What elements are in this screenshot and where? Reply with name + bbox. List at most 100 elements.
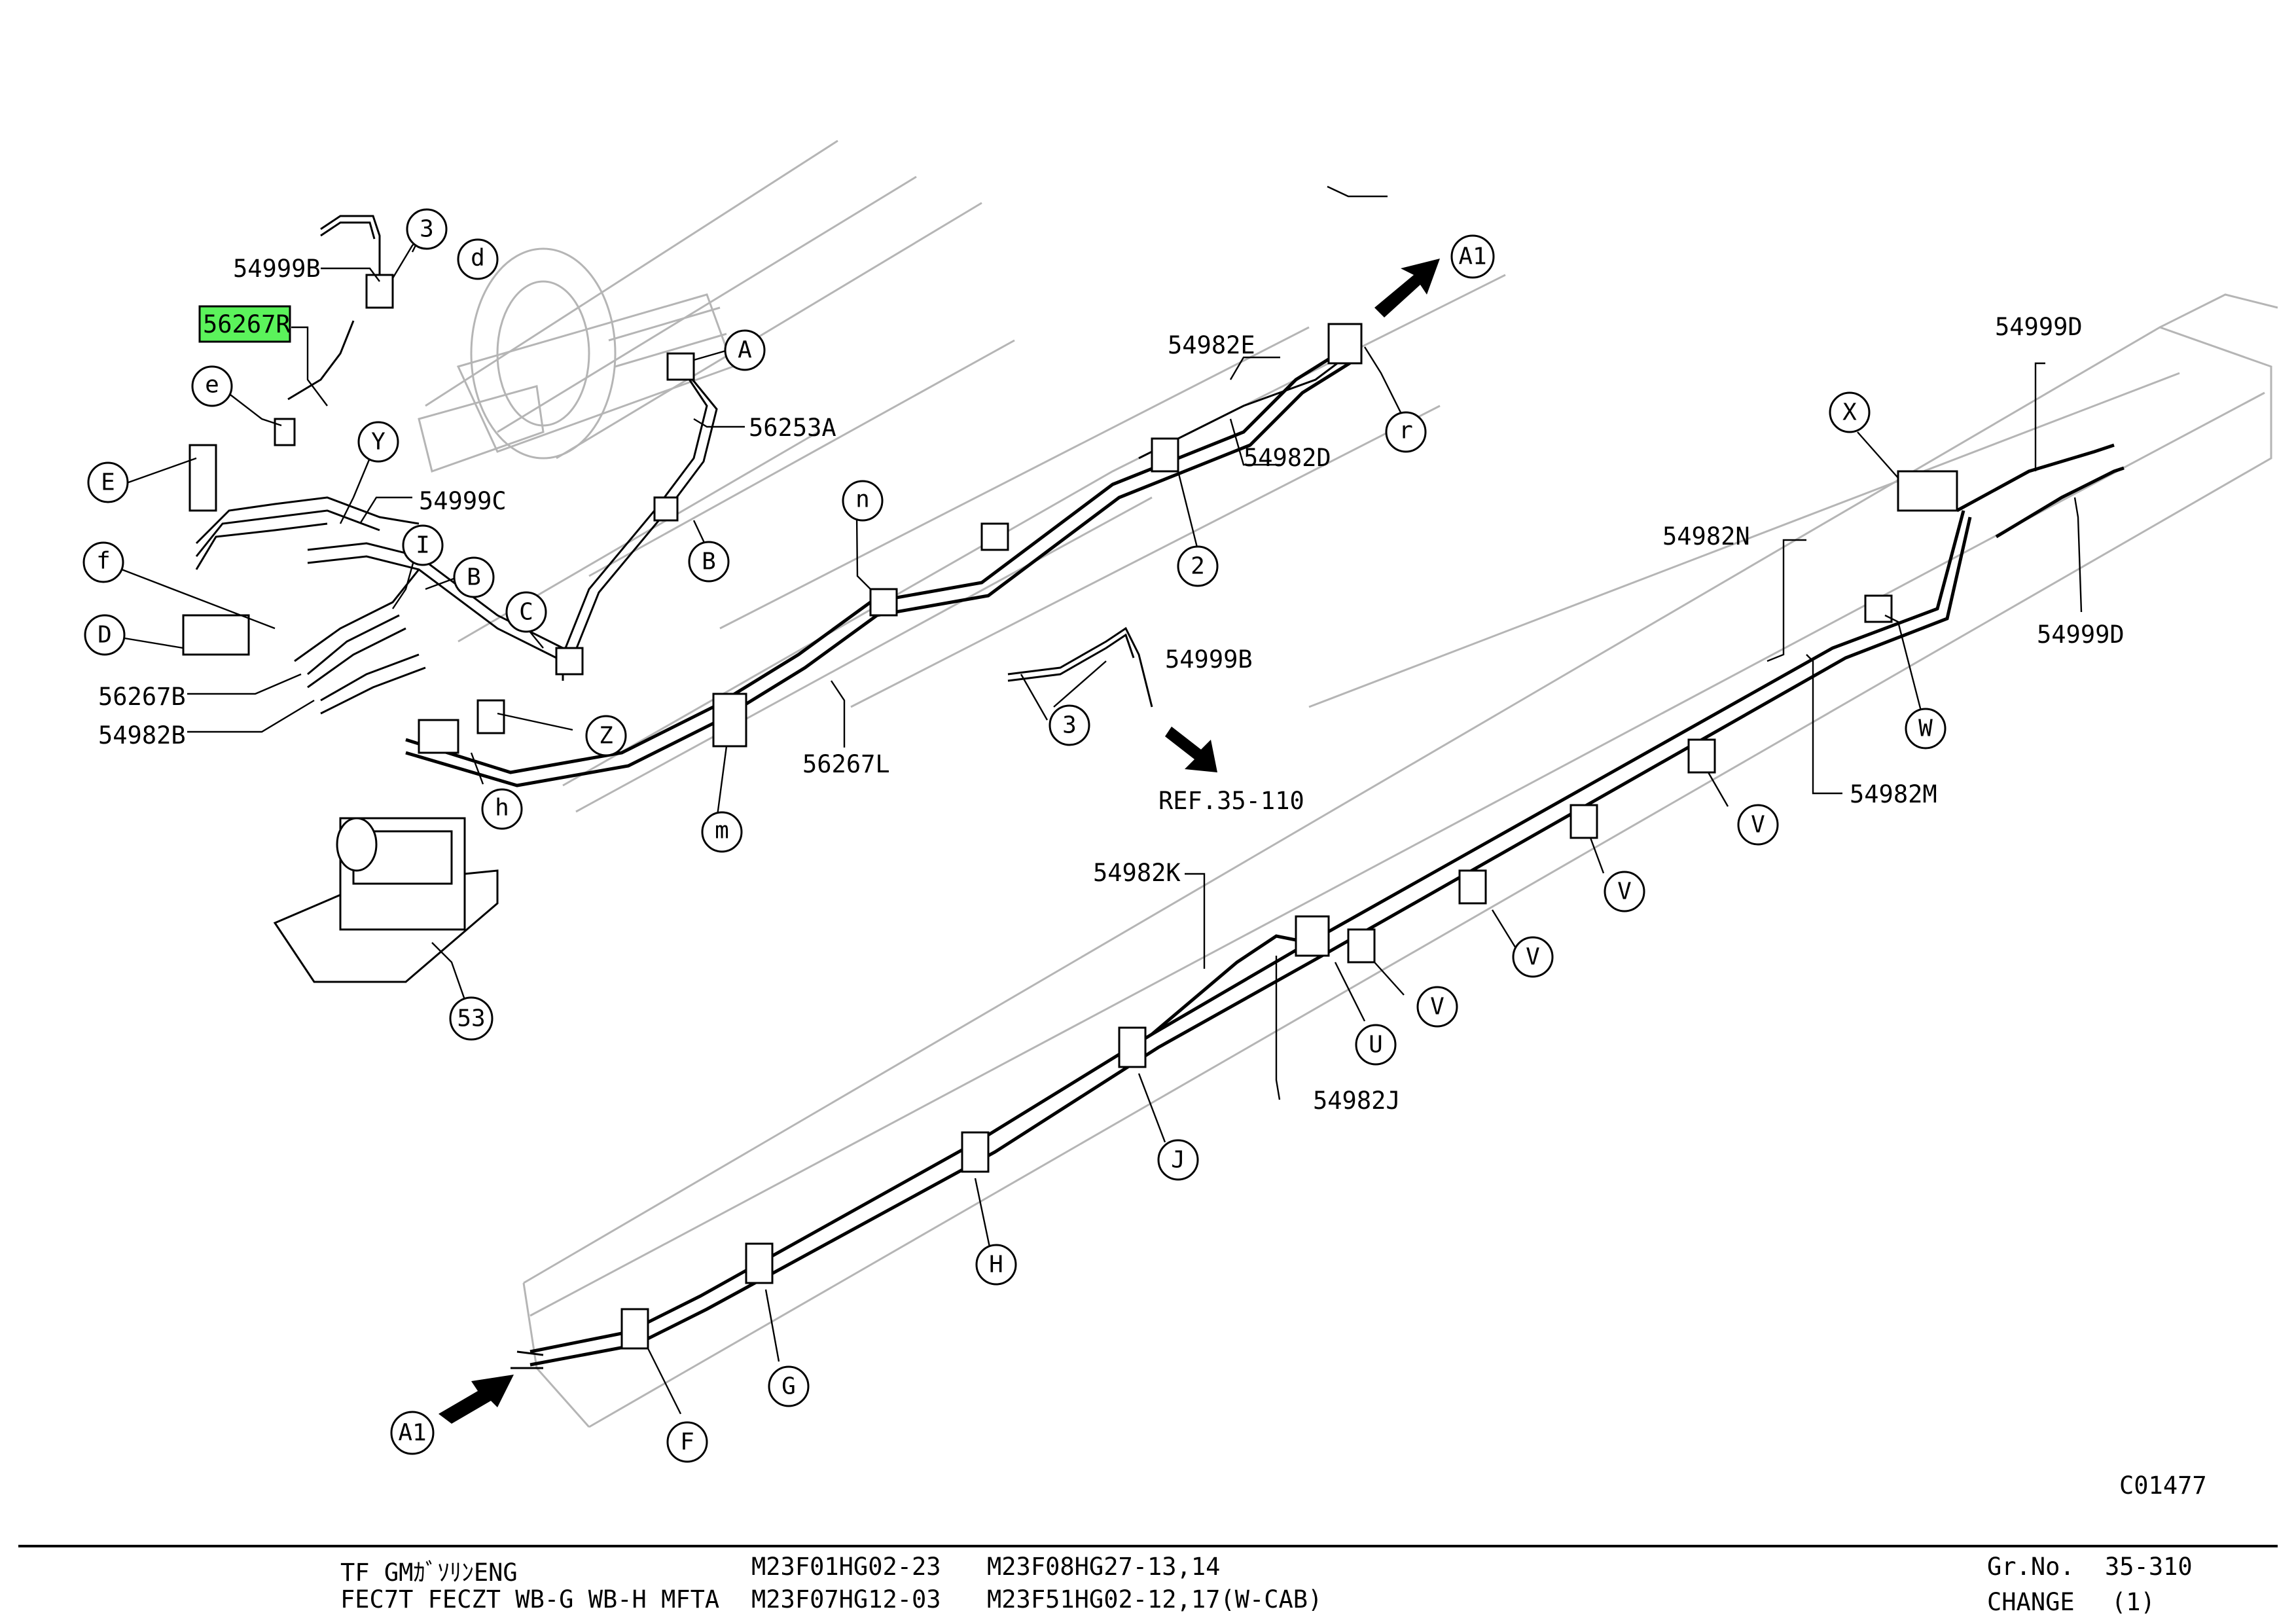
callout-H[interactable]: H [975, 1244, 1017, 1286]
clip-A [666, 352, 695, 381]
callouts: 3 d e Y E f D I B C Z h 53 A B n m 3 A1 … [82, 208, 1946, 1463]
callout-e[interactable]: e [191, 365, 233, 407]
part-label-54999D-bottom[interactable]: 54999D [2037, 621, 2125, 649]
callout-V-2[interactable]: V [1604, 871, 1645, 912]
callout-I-text: I [416, 532, 430, 559]
clip-bracket-upper [980, 522, 1009, 551]
part-label-56267B[interactable]: 56267B [98, 683, 186, 711]
callout-F[interactable]: F [666, 1421, 708, 1463]
callout-I[interactable]: I [402, 524, 444, 566]
callout-Z-text: Z [599, 723, 613, 749]
callout-V-4[interactable]: V [1416, 986, 1458, 1028]
part-label-54982M[interactable]: 54982M [1850, 780, 1937, 808]
part-label-56267L[interactable]: 56267L [802, 750, 890, 778]
part-label-54999D-top[interactable]: 54999D [1995, 313, 2083, 341]
part-label-54982B[interactable]: 54982B [98, 721, 186, 749]
callout-B-rear[interactable]: B [688, 541, 730, 583]
callout-C[interactable]: C [505, 591, 547, 633]
clip-V3 [1458, 869, 1487, 905]
callout-D-text: D [98, 622, 112, 649]
part-label-54999C[interactable]: 54999C [419, 487, 507, 515]
clip-G [745, 1242, 774, 1284]
part-label-56267R[interactable]: 56267R [203, 310, 291, 338]
callout-E-text: E [101, 469, 115, 496]
clip-F [620, 1308, 649, 1350]
callout-W[interactable]: W [1905, 708, 1946, 749]
clip-W [1864, 594, 1893, 623]
callout-V-3[interactable]: V [1512, 936, 1554, 978]
direction-arrows [439, 259, 1440, 1424]
callout-Z[interactable]: Z [585, 715, 627, 757]
change-label: CHANGE [1987, 1588, 2075, 1616]
callout-G[interactable]: G [768, 1365, 810, 1407]
clip-J [1118, 1026, 1147, 1068]
callout-B-rear-text: B [702, 549, 716, 575]
clip-V4 [1347, 928, 1376, 964]
callout-f[interactable]: f [82, 541, 124, 583]
callout-A1-top-text: A1 [1458, 244, 1486, 270]
callout-V-1[interactable]: V [1737, 804, 1779, 846]
clip-n [869, 588, 898, 617]
callout-U[interactable]: U [1355, 1024, 1397, 1066]
abs-unit [273, 817, 499, 983]
callout-53-text: 53 [457, 1005, 485, 1032]
footer-code-4: M23F51HG02-12,17(W-CAB) [987, 1585, 1323, 1614]
callout-A[interactable]: A [724, 329, 766, 371]
callout-B-front[interactable]: B [453, 556, 495, 598]
part-label-54982K[interactable]: 54982K [1093, 859, 1181, 887]
callout-2[interactable]: 2 [1177, 545, 1219, 587]
part-label-54982E[interactable]: 54982E [1168, 331, 1255, 359]
clip-2 [1151, 437, 1179, 473]
callout-n[interactable]: n [842, 480, 884, 522]
drawing-code: C01477 [2119, 1471, 2207, 1500]
callout-A1-top[interactable]: A1 [1450, 234, 1495, 279]
callout-53[interactable]: 53 [449, 996, 493, 1041]
callout-3-top[interactable]: 3 [406, 208, 448, 250]
part-label-54982N[interactable]: 54982N [1662, 522, 1750, 550]
callout-X[interactable]: X [1829, 391, 1871, 433]
callout-m[interactable]: m [701, 811, 743, 853]
footer-code-1: M23F01HG02-23 [751, 1553, 941, 1581]
callout-3-mid-text: 3 [1062, 712, 1077, 739]
clip-C [555, 647, 584, 676]
clips-and-brackets [182, 274, 1958, 1350]
callout-e-text: e [205, 372, 219, 399]
callout-U-text: U [1369, 1032, 1383, 1058]
callout-r[interactable]: r [1385, 411, 1427, 453]
callout-D[interactable]: D [84, 614, 126, 656]
callout-h-text: h [495, 795, 509, 821]
reference-label[interactable]: REF.35-110 [1158, 787, 1304, 815]
part-label-54982D[interactable]: 54982D [1244, 444, 1331, 472]
callout-d[interactable]: d [457, 238, 499, 280]
footer-model-line-2: FEC7T FECZT WB-G WB-H MFTA [340, 1585, 720, 1614]
clip-E [188, 444, 217, 512]
callout-J-text: J [1171, 1147, 1185, 1174]
callout-V-3-text: V [1526, 944, 1540, 971]
part-label-56253A[interactable]: 56253A [749, 414, 836, 442]
clip-r [1327, 323, 1363, 365]
callout-f-text: f [96, 548, 111, 575]
callout-B-front-text: B [467, 564, 481, 591]
callout-J[interactable]: J [1157, 1139, 1199, 1181]
footer-model-line-1: TF GMｶﾞｿﾘﾝENG [340, 1559, 518, 1587]
bracket-X [1897, 470, 1958, 512]
callout-d-text: d [471, 245, 485, 272]
clip-D [182, 614, 250, 656]
callout-3-mid[interactable]: 3 [1049, 704, 1090, 746]
callout-A-text: A [738, 337, 752, 364]
part-label-54982J[interactable]: 54982J [1313, 1087, 1401, 1115]
group-number-value: 35-310 [2105, 1553, 2193, 1581]
leader-lines [121, 185, 2083, 1415]
clip-U [1295, 915, 1330, 957]
callout-2-text: 2 [1191, 553, 1205, 580]
part-label-54999B-top[interactable]: 54999B [233, 255, 321, 283]
footer-code-2: M23F07HG12-03 [751, 1585, 941, 1614]
callout-Y[interactable]: Y [357, 421, 399, 463]
clip-m [712, 693, 747, 748]
callout-A1-bottom[interactable]: A1 [390, 1411, 435, 1455]
callout-h[interactable]: h [481, 788, 523, 830]
callout-V-4-text: V [1430, 994, 1444, 1020]
part-label-54999B-mid[interactable]: 54999B [1165, 645, 1253, 674]
callout-E[interactable]: E [87, 461, 129, 503]
highlighted-part-56267R[interactable]: 56267R [198, 305, 291, 343]
